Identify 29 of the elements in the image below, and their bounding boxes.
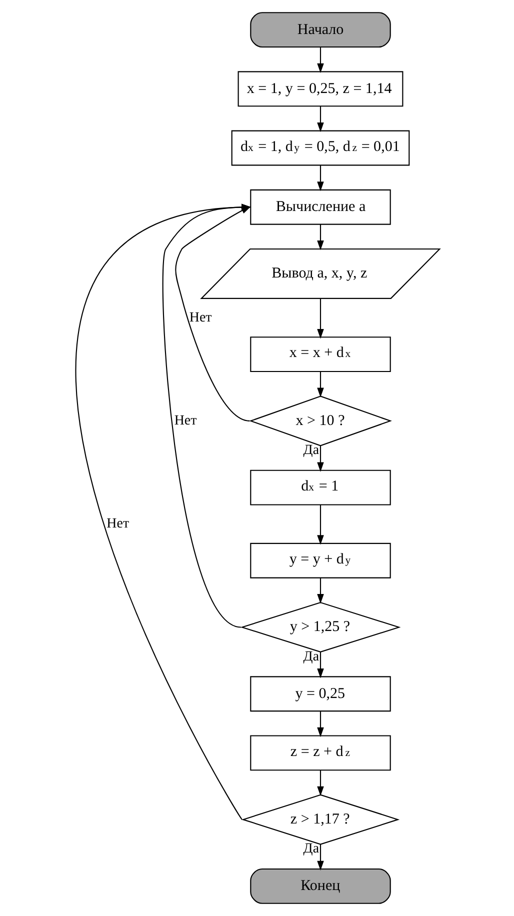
arrow (316, 446, 324, 472)
node-box: dx = 1 (250, 470, 390, 506)
arrow (316, 165, 324, 192)
arrow (316, 578, 324, 604)
node-box: Конец (250, 868, 390, 904)
arrow (316, 372, 324, 398)
node-box: z = z + dz (250, 735, 390, 771)
node-diamond: y > 1,25 ? (240, 602, 400, 652)
node-box: y = 0,25 (250, 676, 390, 712)
arrow (316, 711, 324, 738)
arrow (316, 652, 324, 678)
arrow (316, 505, 324, 545)
edge-label: Нет (188, 310, 212, 326)
node-box: Начало (250, 12, 390, 48)
arrow (316, 224, 324, 250)
node-diamond: z > 1,17 ? (240, 794, 400, 845)
edge-label: Нет (106, 516, 129, 532)
edge-label: Нет (174, 414, 196, 429)
arrow (316, 106, 324, 132)
arrow (316, 298, 324, 339)
arrow (316, 47, 324, 74)
node-box: x = x + dx (250, 336, 390, 372)
node-box: x = 1, y = 0,25, z = 1,14 (237, 71, 403, 107)
arrow (316, 770, 324, 796)
node-box: dx = 1, dy = 0,5, dz = 0,01 (230, 130, 410, 166)
node-box: y = y + dy (250, 542, 390, 578)
node-diamond: x > 10 ? (248, 396, 392, 446)
arrow (316, 844, 324, 871)
node-box: Вычисление a (250, 189, 390, 225)
